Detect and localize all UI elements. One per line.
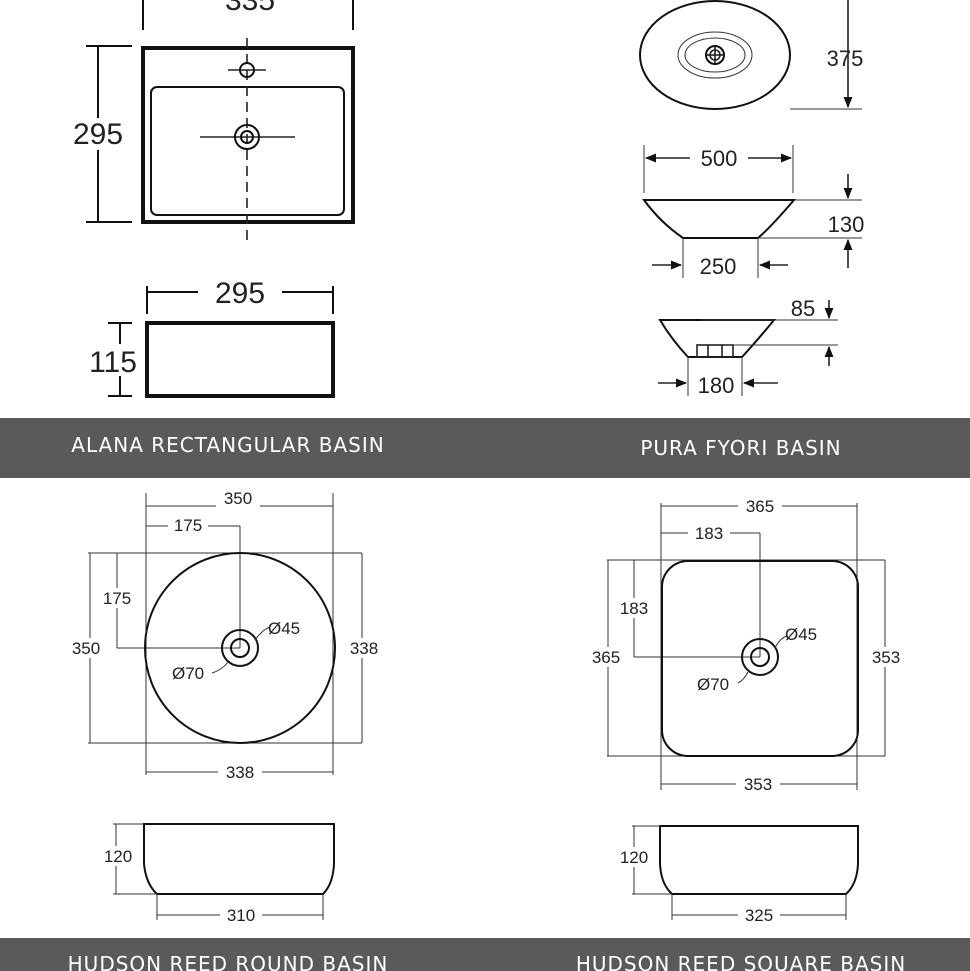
square-drawing: 365 183 183 365 353 Ø45 Ø70 353 120 325 [586, 497, 906, 925]
pura-height-label: 130 [828, 212, 865, 237]
pura-base-label: 250 [700, 254, 737, 279]
square-inner-width-label: 353 [744, 775, 772, 794]
alana-waste-outer [234, 124, 260, 150]
alana-width-side-label: 295 [215, 277, 265, 310]
pura-waste-base-label: 180 [698, 373, 735, 398]
square-plan-outline [661, 560, 859, 757]
square-half-width-label: 183 [695, 524, 723, 543]
round-height-label: 120 [104, 847, 132, 866]
round-title: HUDSON REED ROUND BASIN [68, 952, 389, 971]
alana-height-label: 115 [89, 346, 137, 379]
square-half-depth-label: 183 [620, 599, 648, 618]
round-waste-large-label: Ø70 [172, 664, 204, 683]
pura-plan-outline [639, 0, 791, 110]
banner-row-top [0, 418, 970, 478]
round-plan-outline [144, 552, 336, 744]
round-waste-outer [221, 629, 259, 667]
round-depth-label: 350 [72, 639, 100, 658]
square-waste-outer [741, 638, 779, 676]
pura-depth-label: 375 [827, 46, 864, 71]
pura-waste-profile [658, 319, 777, 358]
square-base-label: 325 [745, 906, 773, 925]
round-drawing: 350 175 175 350 338 Ø45 Ø70 338 120 310 [66, 489, 384, 925]
pura-side-profile [642, 199, 797, 239]
square-title: HUDSON REED SQUARE BASIN [576, 952, 906, 971]
round-half-depth-label: 175 [103, 589, 131, 608]
alana-title: ALANA RECTANGULAR BASIN [71, 433, 384, 457]
pura-title: PURA FYORI BASIN [640, 436, 841, 460]
square-inner-depth-label: 353 [872, 648, 900, 667]
square-waste-large-label: Ø70 [697, 675, 729, 694]
round-waste-small-label: Ø45 [268, 619, 300, 638]
round-inner-depth-label: 338 [350, 639, 378, 658]
pura-waste-depth-label: 85 [791, 296, 815, 321]
alana-width-top-label: 335 [225, 0, 275, 17]
alana-plan-outline [141, 46, 355, 224]
square-depth-label: 365 [592, 648, 620, 667]
alana-depth-label: 295 [73, 118, 123, 151]
square-width-label: 365 [746, 497, 774, 516]
banner-row-bottom [0, 938, 970, 971]
round-half-width-label: 175 [174, 516, 202, 535]
pura-drawing: 375 500 130 250 85 180 [639, 0, 865, 398]
square-waste-small-label: Ø45 [785, 625, 817, 644]
alana-drawing: 335 295 295 115 [60, 0, 355, 398]
round-base-label: 310 [227, 906, 255, 925]
square-height-label: 120 [620, 848, 648, 867]
alana-side-outline [145, 321, 335, 398]
round-inner-width-label: 338 [226, 763, 254, 782]
pura-width-label: 500 [701, 146, 738, 171]
square-side-profile [659, 825, 859, 895]
round-width-label: 350 [224, 489, 252, 508]
round-side-profile [143, 823, 335, 895]
